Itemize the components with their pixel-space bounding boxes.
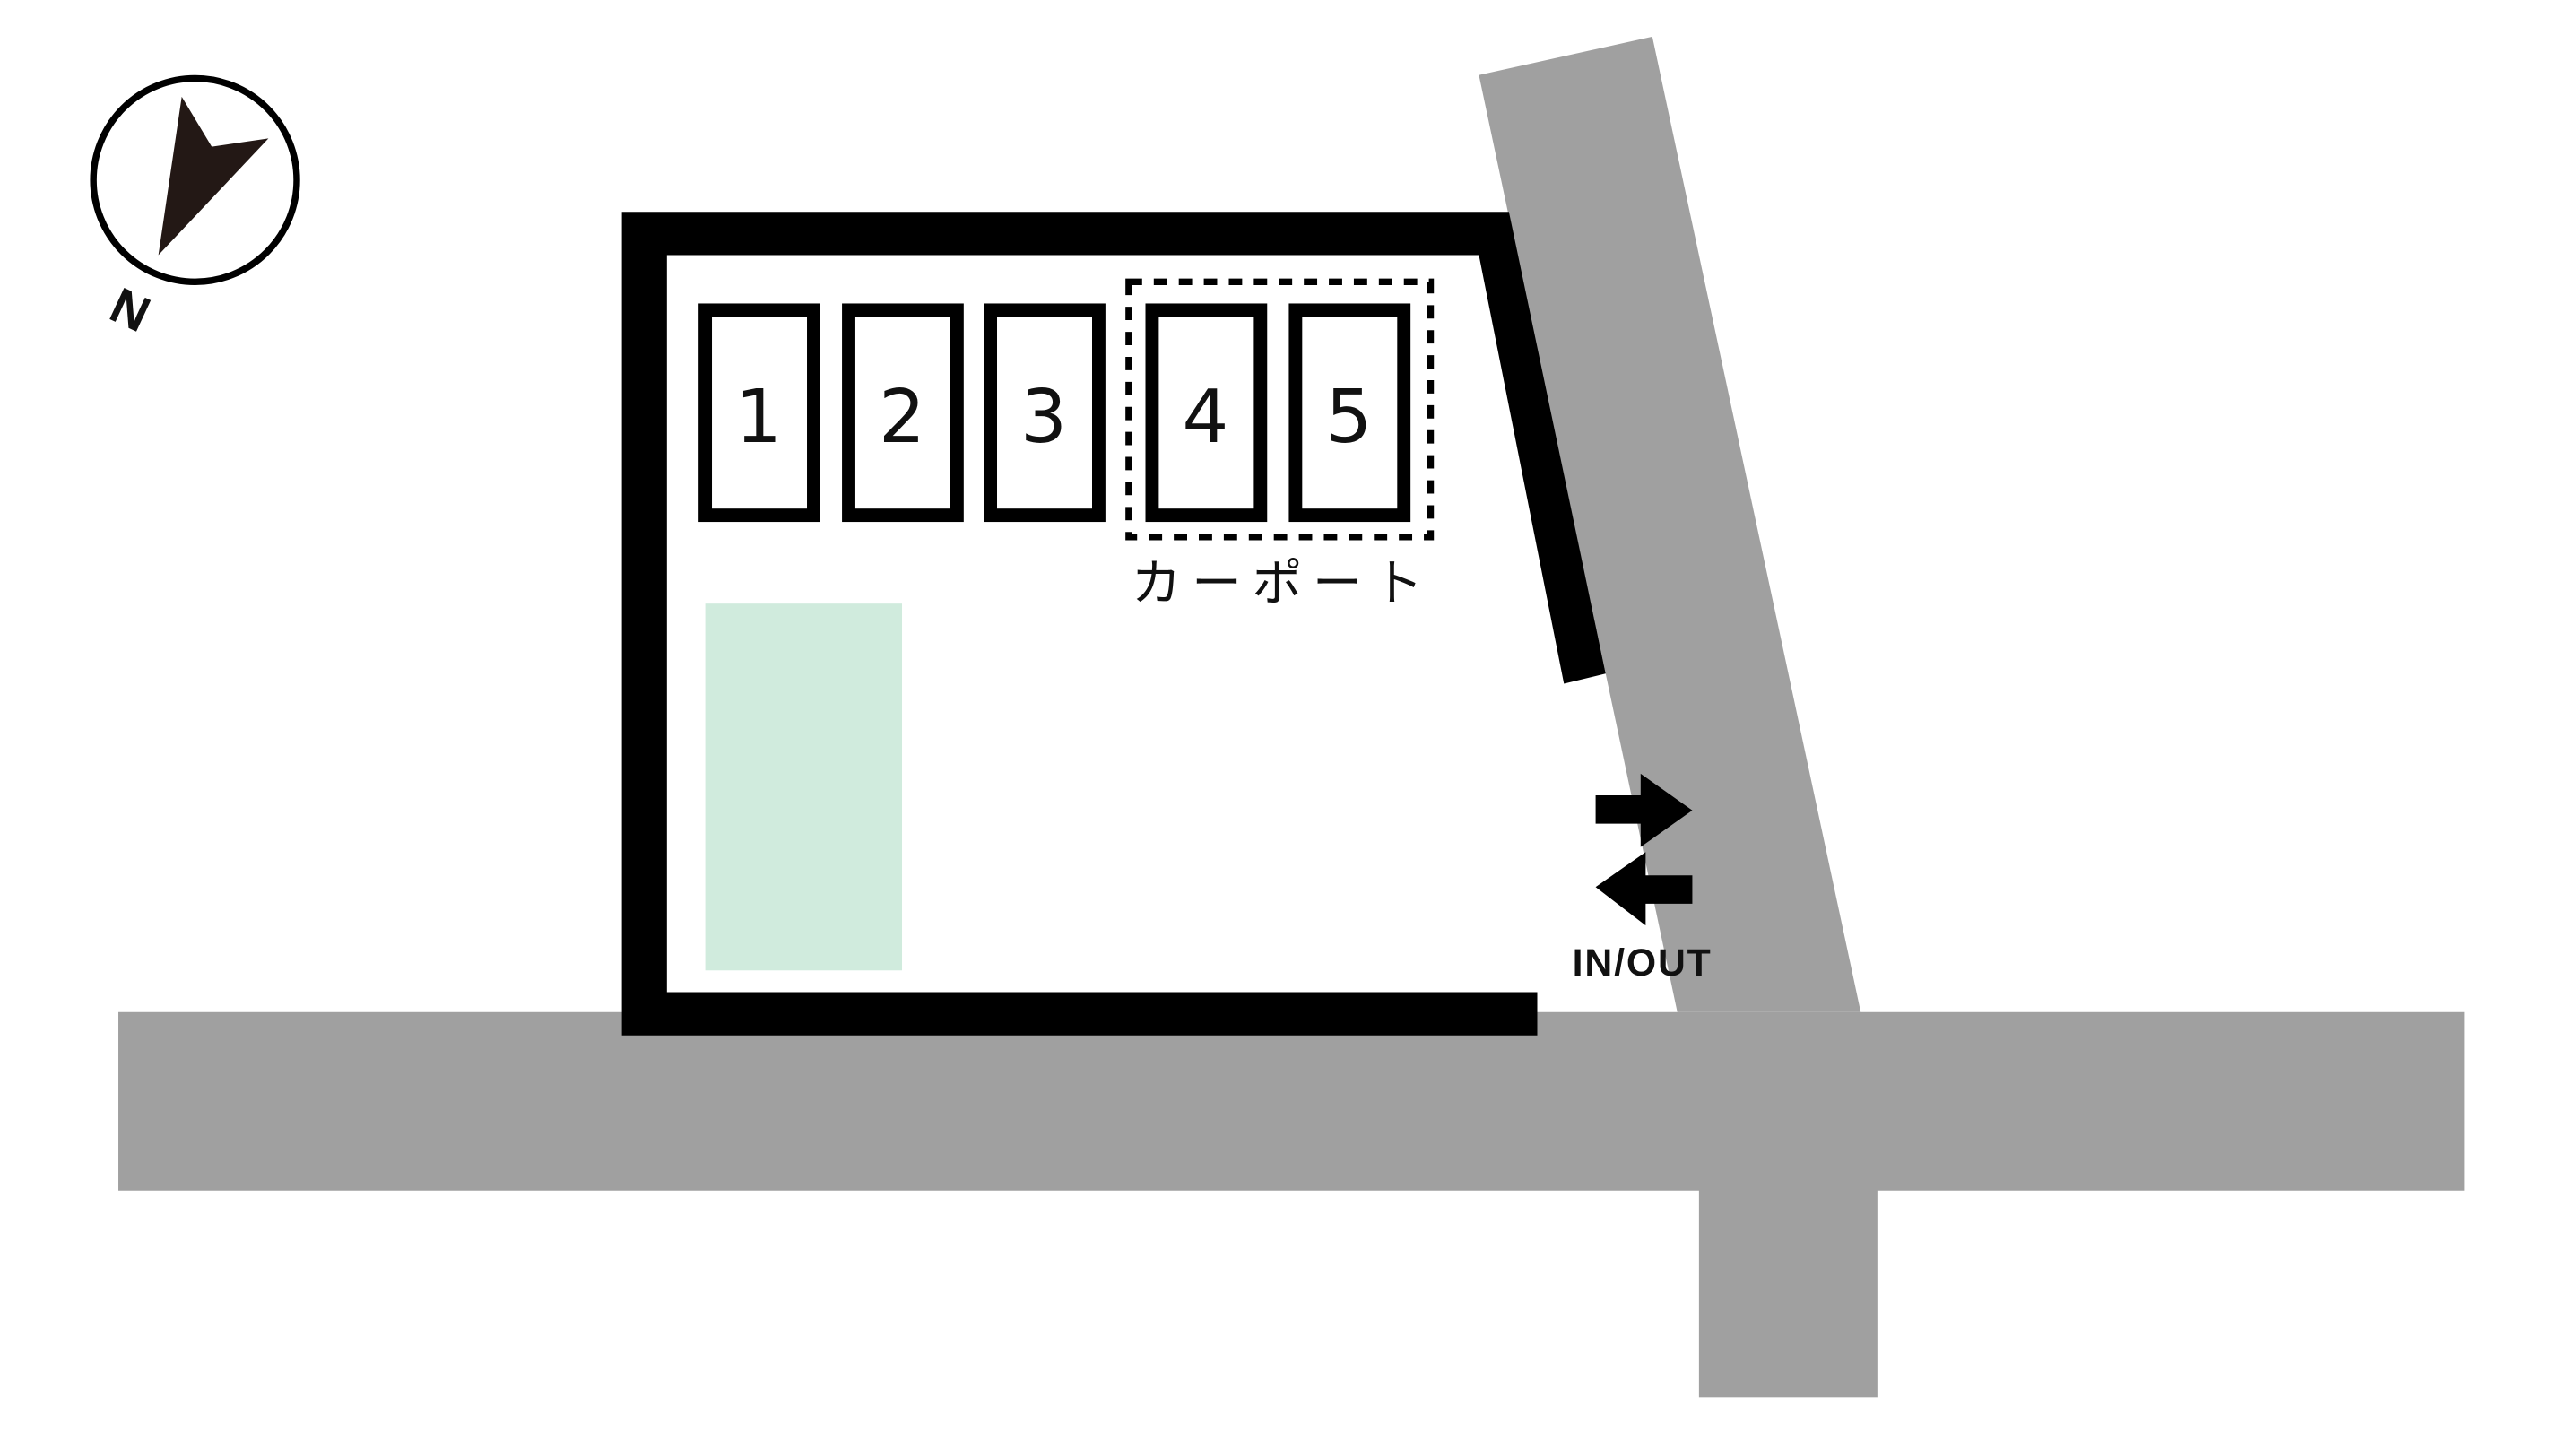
north-arrow-icon [158, 96, 269, 256]
parking-space-2 [842, 303, 964, 523]
carport-outline [1125, 278, 1435, 541]
parking-space-number: 4 [1182, 375, 1228, 460]
road-diagonal [1479, 36, 1861, 1012]
arrow-in-icon [1595, 773, 1693, 847]
road-vertical [1698, 1167, 1878, 1398]
arrow-out-icon [1595, 852, 1693, 926]
north-label: N [102, 277, 159, 343]
parking-space-number: 1 [735, 375, 782, 460]
parking-space-number: 2 [879, 375, 925, 460]
parking-spaces [698, 303, 1411, 523]
parking-space-3 [984, 303, 1106, 523]
parking-space-5 [1288, 303, 1411, 523]
road-horizontal [118, 1011, 2465, 1191]
compass: N [90, 74, 300, 343]
entrance-label: IN/OUT [1573, 941, 1713, 985]
entrance-arrows [1595, 773, 1693, 926]
parking-space-number: 3 [1020, 375, 1067, 460]
parking-space-number: 5 [1325, 375, 1372, 460]
parking-space-1 [698, 303, 820, 523]
green-area [705, 603, 903, 971]
roads [118, 36, 2465, 1398]
parking-space-4 [1145, 303, 1268, 523]
lot-boundary-wall [621, 212, 1606, 1036]
carport-label: カーポート [1132, 554, 1423, 612]
